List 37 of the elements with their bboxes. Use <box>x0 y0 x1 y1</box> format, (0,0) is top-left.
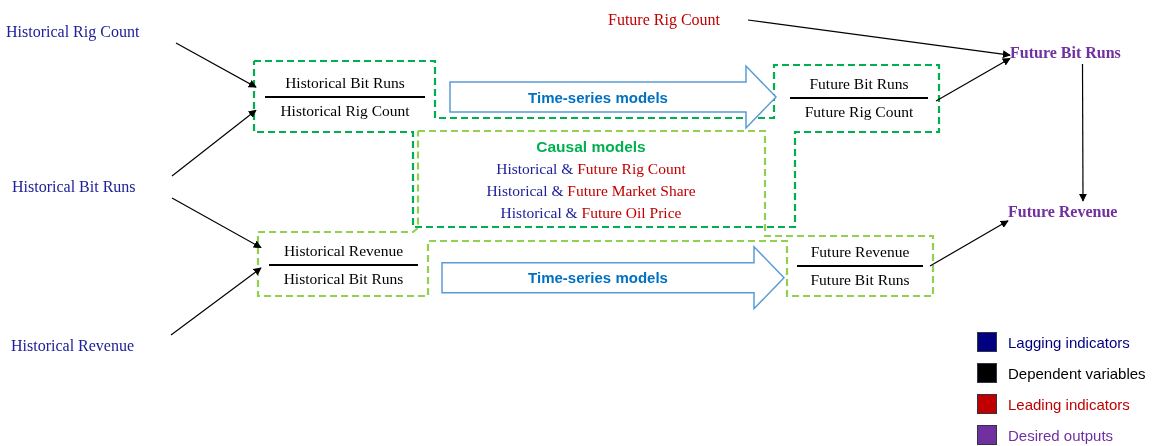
label-text: Historical Rig Count <box>6 21 176 43</box>
lagging-text: Historical & <box>500 204 578 221</box>
denominator-text: Historical Bit Runs <box>283 268 404 289</box>
edge-label: Time-series models <box>528 88 668 107</box>
heading-text: Causal models <box>536 137 646 157</box>
label-text: Future Bit Runs <box>1010 42 1155 64</box>
legend-label: Leading indicators <box>1008 395 1130 413</box>
denominator-text: Historical Rig Count <box>280 100 410 121</box>
leading-text: Future Oil Price <box>581 204 682 221</box>
label-text: Future Rig Count <box>608 9 748 31</box>
block-arrow <box>441 244 786 311</box>
label-text: Future Revenue <box>1008 201 1158 223</box>
arrow <box>935 57 1011 102</box>
leading-text: Future Rig Count <box>577 160 686 177</box>
legend-label: Dependent variables <box>1008 364 1146 382</box>
denominator-text: Future Bit Runs <box>810 269 910 290</box>
edge-label: Time-series models <box>528 269 668 288</box>
arrow <box>747 19 1011 59</box>
leading-text: Future Market Share <box>567 182 696 199</box>
label-text: Historical Revenue <box>11 335 171 357</box>
arrow <box>175 42 257 88</box>
numerator-text: Historical Bit Runs <box>285 73 405 94</box>
legend-label: Lagging indicators <box>1008 333 1130 351</box>
arrow <box>171 109 257 177</box>
numerator-text: Historical Revenue <box>283 241 404 262</box>
lagging-text: Historical & <box>486 182 564 199</box>
lagging-text: Historical & <box>496 160 574 177</box>
numerator-text: Future Bit Runs <box>809 74 909 95</box>
block-arrow <box>449 64 778 130</box>
legend-label: Desired outputs <box>1008 426 1114 444</box>
numerator-text: Future Revenue <box>810 242 910 263</box>
arrow <box>171 197 262 249</box>
arrow <box>929 220 1009 267</box>
label-text: Historical Bit Runs <box>12 176 172 198</box>
arrow <box>170 267 262 336</box>
denominator-text: Future Rig Count <box>804 101 914 122</box>
arrow <box>1078 63 1087 202</box>
